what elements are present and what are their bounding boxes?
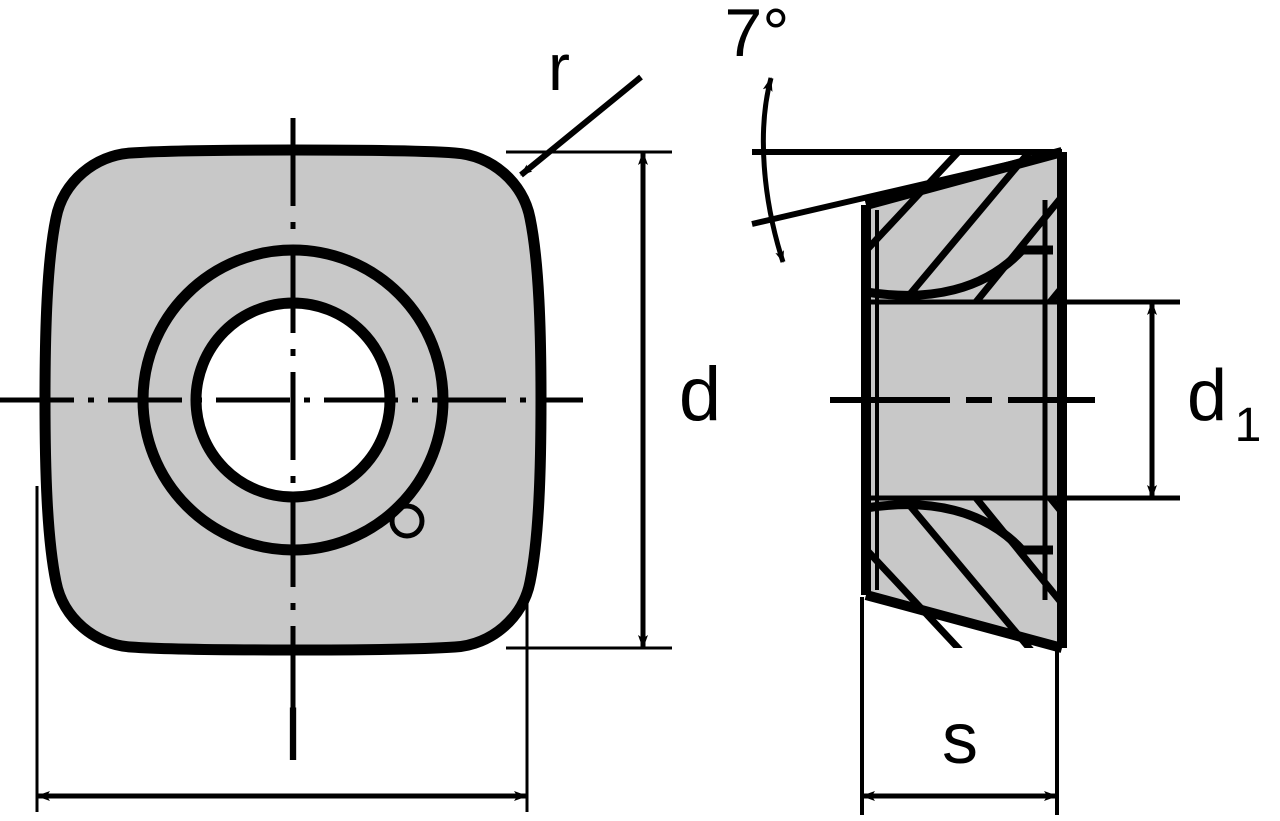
clearance-angle-label: 7° [724,0,789,71]
bore-diameter-label: d [1187,356,1227,436]
plan-view: r d l [0,30,721,812]
length-label: l [285,696,301,776]
thickness-label: s [942,699,978,779]
chipbreaker-detail-circle [389,503,425,539]
upper-chipbreaker-profile [865,246,1026,300]
section-view: 7° d 1 s [724,0,1261,815]
bore-diameter-label-group: d 1 [1187,356,1261,452]
corner-radius-label: r [548,30,570,104]
clearance-angle-arc [760,77,786,263]
thickness-extension-lines [860,597,1059,815]
inscribed-diameter-label: d [679,352,721,437]
lower-chipbreaker-wedge [864,495,1064,653]
bore-diameter-subscript: 1 [1235,399,1262,452]
lower-chipbreaker-profile [865,500,1026,554]
upper-chipbreaker-wedge [864,147,1064,305]
corner-radius-leader [519,74,643,178]
angle-measured-line [751,149,1063,227]
lower-cutting-edge [864,590,1064,653]
